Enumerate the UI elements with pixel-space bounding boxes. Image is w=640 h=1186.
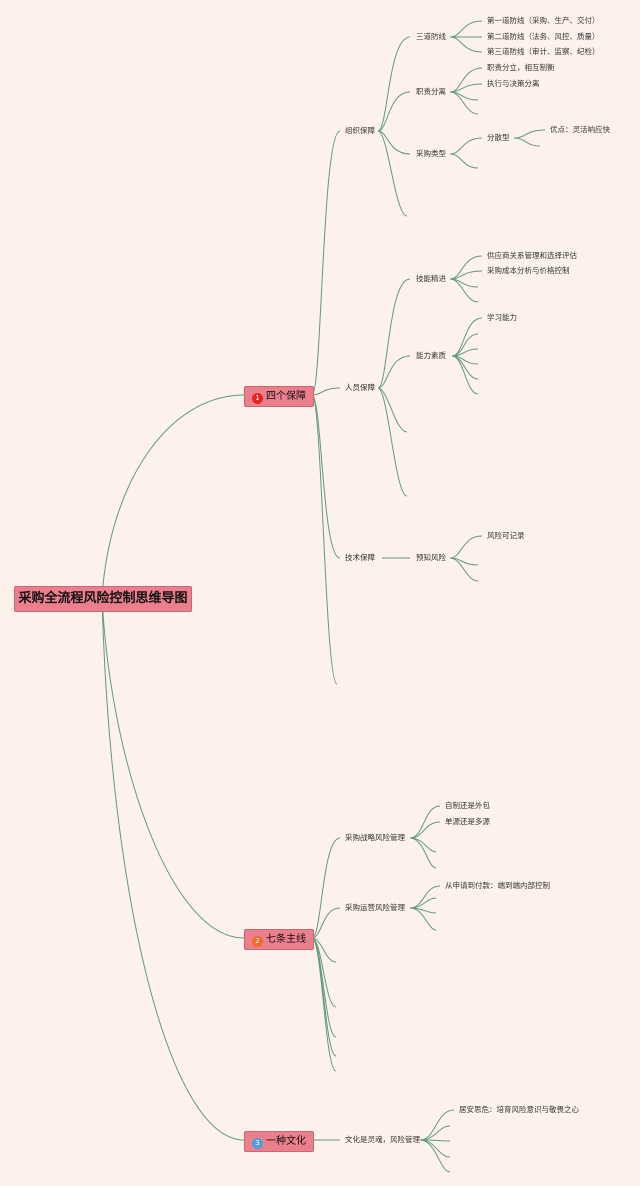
connector xyxy=(311,837,341,939)
number-badge-icon: 3 xyxy=(252,1138,263,1149)
node-strategy-2[interactable]: 单源还是多源 xyxy=(445,817,490,826)
connector xyxy=(409,821,441,839)
node-line-3[interactable]: 第三道防线（审计、监察、纪检） xyxy=(487,47,600,56)
connector xyxy=(311,394,338,685)
connector xyxy=(449,20,483,38)
node-three-lines[interactable]: 三道防线 xyxy=(416,32,446,41)
node-skill-2[interactable]: 采购成本分析与价格控制 xyxy=(487,266,570,275)
connector xyxy=(449,535,483,559)
node-dispersed[interactable]: 分散型 xyxy=(487,133,510,142)
node-operation-1[interactable]: 从申请到付款：端到端内部控制 xyxy=(445,881,550,890)
node-procurement-type[interactable]: 采购类型 xyxy=(416,149,446,158)
connector xyxy=(311,937,337,1057)
node-operation-risk[interactable]: 采购运营风险管理 xyxy=(345,903,405,912)
branch-label: 四个保障 xyxy=(266,391,306,402)
connector xyxy=(311,394,341,559)
connector xyxy=(101,596,245,939)
connector xyxy=(449,557,479,582)
connector xyxy=(311,907,341,939)
node-strategy-risk[interactable]: 采购战略风险管理 xyxy=(345,833,405,842)
node-merit[interactable]: 优点：灵活响应快 xyxy=(550,125,610,134)
connector xyxy=(449,91,479,115)
node-org-guarantee[interactable]: 组织保障 xyxy=(345,126,375,135)
connector xyxy=(449,255,483,280)
node-line-2[interactable]: 第二道防线（法务、风控、质量） xyxy=(487,32,600,41)
connector xyxy=(513,129,546,139)
node-predict-1[interactable]: 风险可记录 xyxy=(487,531,525,540)
node-culture-soul[interactable]: 文化是灵魂，风险管理 xyxy=(345,1135,420,1144)
connector xyxy=(377,91,411,132)
node-line-1[interactable]: 第一道防线（采购、生产、交付） xyxy=(487,16,600,25)
connector xyxy=(377,130,411,155)
connector xyxy=(377,278,411,389)
node-tech-guarantee[interactable]: 技术保障 xyxy=(345,553,375,562)
node-skill-1[interactable]: 供应商关系管理和选择评估 xyxy=(487,251,577,260)
connector xyxy=(449,36,483,53)
connector xyxy=(311,387,341,396)
connector xyxy=(449,67,483,93)
node-ability-1[interactable]: 学习能力 xyxy=(487,313,517,322)
node-duty-1[interactable]: 职责分立，相互制衡 xyxy=(487,63,555,72)
connector xyxy=(451,317,483,357)
node-duty-separation[interactable]: 职责分离 xyxy=(416,87,446,96)
connector xyxy=(409,907,437,931)
connector xyxy=(451,355,479,395)
connector xyxy=(377,130,408,217)
connector xyxy=(449,137,483,155)
connector xyxy=(513,137,541,147)
connector xyxy=(101,394,245,598)
connector xyxy=(311,937,337,1072)
connector xyxy=(449,153,479,169)
node-predict-risk[interactable]: 预知风险 xyxy=(416,553,446,562)
number-badge-icon: 1 xyxy=(252,393,263,404)
node-skill[interactable]: 技能精进 xyxy=(416,274,446,283)
connector xyxy=(101,596,245,1141)
node-ability[interactable]: 能力素质 xyxy=(416,351,446,360)
connector xyxy=(377,387,408,433)
connector xyxy=(449,278,479,303)
node-people-guarantee[interactable]: 人员保障 xyxy=(345,383,375,392)
connector xyxy=(409,805,441,839)
node-culture-1[interactable]: 居安思危：培育风险意识与敬畏之心 xyxy=(459,1105,579,1114)
connector xyxy=(419,1139,451,1173)
node-strategy-1[interactable]: 自制还是外包 xyxy=(445,801,490,810)
connector xyxy=(409,837,437,869)
connector xyxy=(311,937,337,1038)
branch-label: 一种文化 xyxy=(266,1136,306,1147)
connector xyxy=(419,1109,455,1141)
connector xyxy=(377,36,411,132)
number-badge-icon: 2 xyxy=(252,936,263,947)
root-node[interactable]: 采购全流程风险控制思维导图 xyxy=(14,586,192,612)
node-duty-2[interactable]: 执行与决策分离 xyxy=(487,79,540,88)
connector xyxy=(419,1139,451,1158)
connector xyxy=(311,130,341,396)
branch-label: 七条主线 xyxy=(266,934,306,945)
connector xyxy=(409,837,437,853)
connector xyxy=(409,885,441,909)
connector xyxy=(377,355,411,389)
connector xyxy=(377,387,408,497)
